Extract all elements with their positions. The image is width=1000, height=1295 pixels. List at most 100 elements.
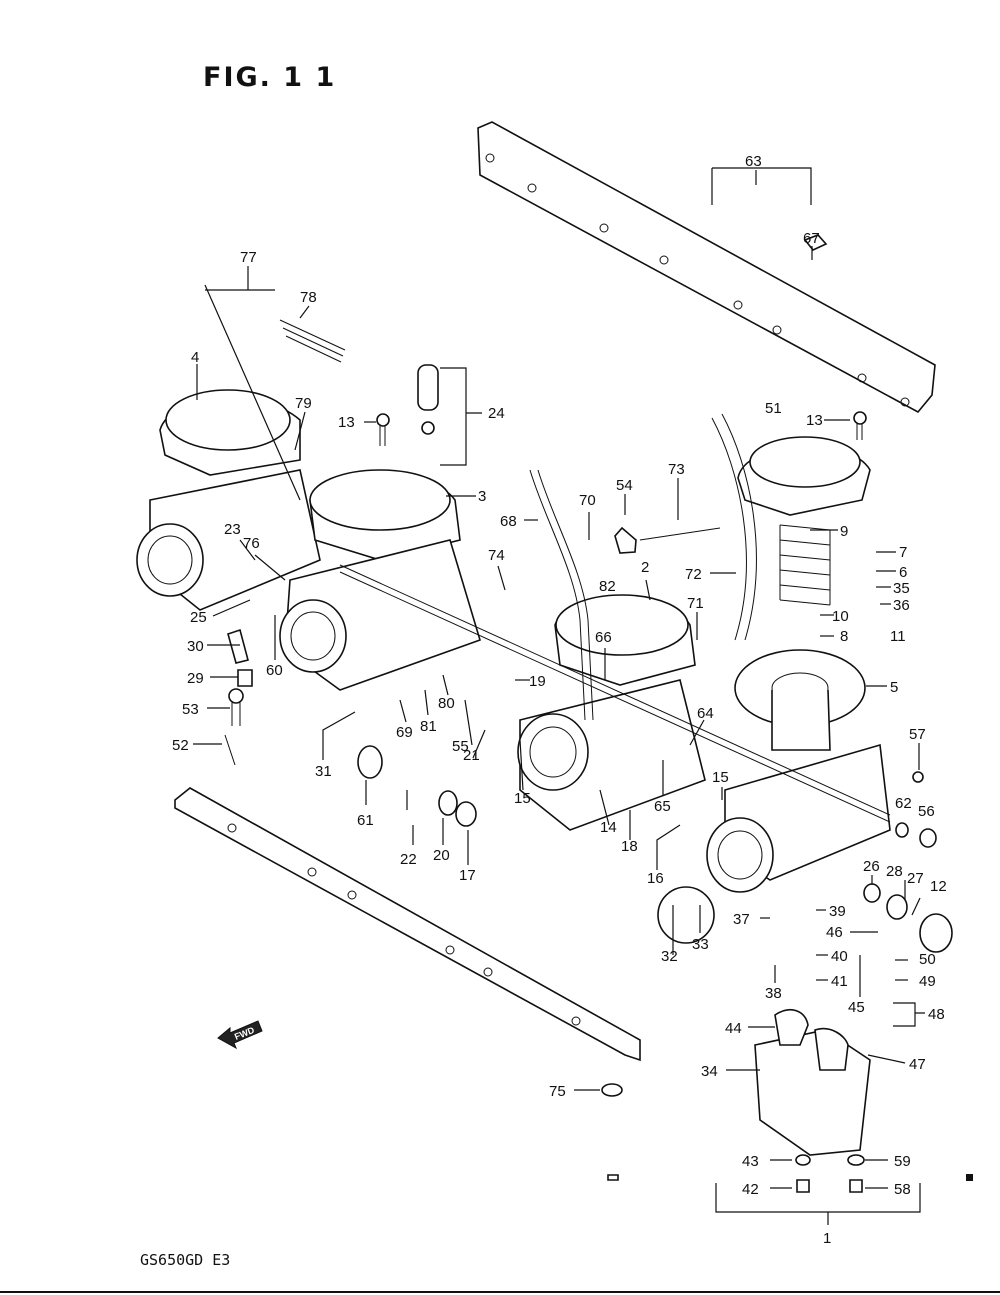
callout-43: 43 xyxy=(742,1153,759,1170)
callout-7: 7 xyxy=(899,544,907,561)
fwd-arrow-icon: FWD xyxy=(217,1020,263,1050)
callout-55: 55 xyxy=(452,738,469,755)
callout-80: 80 xyxy=(438,695,455,712)
callout-60: 60 xyxy=(266,662,283,679)
callout-48: 48 xyxy=(928,1006,945,1023)
callout-25: 25 xyxy=(190,609,207,626)
callout-39: 39 xyxy=(829,903,846,920)
callout-62: 62 xyxy=(895,795,912,812)
callout-63: 63 xyxy=(745,153,762,170)
figure-title: FIG. 1 1 xyxy=(203,62,337,93)
callout-76: 76 xyxy=(243,535,260,552)
callout-1: 1 xyxy=(823,1230,831,1247)
callout-15-b: 15 xyxy=(712,769,729,786)
callout-79: 79 xyxy=(295,395,312,412)
callout-8: 8 xyxy=(840,628,848,645)
callout-72: 72 xyxy=(685,566,702,583)
callout-50: 50 xyxy=(919,951,936,968)
callout-40: 40 xyxy=(831,948,848,965)
pipe-24 xyxy=(417,364,439,411)
callout-65: 65 xyxy=(654,798,671,815)
callout-54: 54 xyxy=(616,477,633,494)
callout-82: 82 xyxy=(599,578,616,595)
callout-24: 24 xyxy=(488,405,505,422)
carburetor-body-3 xyxy=(279,469,481,691)
top-bracket-bar xyxy=(477,121,936,414)
callout-29: 29 xyxy=(187,670,204,687)
carburetor-body-4 xyxy=(136,389,321,611)
callout-68: 68 xyxy=(500,513,517,530)
callout-11: 11 xyxy=(890,628,906,645)
callout-61: 61 xyxy=(357,812,374,829)
callout-20: 20 xyxy=(433,847,450,864)
callout-37: 37 xyxy=(733,911,750,928)
callout-13-b: 13 xyxy=(806,412,823,429)
callout-23: 23 xyxy=(224,521,241,538)
callout-38: 38 xyxy=(765,985,782,1002)
callout-2: 2 xyxy=(641,559,649,576)
callout-18: 18 xyxy=(621,838,638,855)
diaphragm xyxy=(734,649,866,751)
callout-58: 58 xyxy=(894,1181,911,1198)
callout-6: 6 xyxy=(899,564,907,581)
corner-mark xyxy=(966,1174,973,1181)
callout-67: 67 xyxy=(803,230,820,247)
callout-labels: 1 2 3 4 5 6 7 8 9 10 11 12 13 13 14 15 1… xyxy=(172,153,947,1247)
callout-5: 5 xyxy=(890,679,898,696)
callout-46: 46 xyxy=(826,924,843,941)
callout-12: 12 xyxy=(930,878,947,895)
callout-44: 44 xyxy=(725,1020,742,1037)
fwd-label: FWD xyxy=(233,1025,256,1042)
float-bowl xyxy=(754,1009,871,1156)
callout-36: 36 xyxy=(893,597,910,614)
callout-53: 53 xyxy=(182,701,199,718)
callout-41: 41 xyxy=(831,973,848,990)
callout-9: 9 xyxy=(840,523,848,540)
callout-13-a: 13 xyxy=(338,414,355,431)
callout-59: 59 xyxy=(894,1153,911,1170)
callout-17: 17 xyxy=(459,867,476,884)
callout-70: 70 xyxy=(579,492,596,509)
callout-47: 47 xyxy=(909,1056,926,1073)
callout-77: 77 xyxy=(240,249,257,266)
callout-32: 32 xyxy=(661,948,678,965)
callout-52: 52 xyxy=(172,737,189,754)
callout-35: 35 xyxy=(893,580,910,597)
top-cap xyxy=(737,436,871,516)
callout-19: 19 xyxy=(529,673,546,690)
vent-tube-68 xyxy=(529,469,586,721)
callout-30: 30 xyxy=(187,638,204,655)
callout-75: 75 xyxy=(549,1083,566,1100)
spring-78 xyxy=(279,319,346,363)
callout-74: 74 xyxy=(488,547,505,564)
vent-tube-68-b xyxy=(537,469,594,721)
linkage-rod xyxy=(339,564,891,816)
callout-57: 57 xyxy=(909,726,926,743)
callout-33: 33 xyxy=(692,936,709,953)
callout-15-a: 15 xyxy=(514,790,531,807)
carburetor-body-1 xyxy=(706,743,891,893)
callout-4: 4 xyxy=(191,349,199,366)
callout-31: 31 xyxy=(315,763,332,780)
callout-56: 56 xyxy=(918,803,935,820)
model-code: GS650GD E3 xyxy=(140,1251,231,1269)
callout-14: 14 xyxy=(600,819,617,836)
callout-78: 78 xyxy=(300,289,317,306)
callout-69: 69 xyxy=(396,724,413,741)
bottom-bracket-bar xyxy=(174,787,641,1062)
callout-26: 26 xyxy=(863,858,880,875)
callout-51: 51 xyxy=(765,400,782,417)
spring xyxy=(779,524,831,606)
callout-66: 66 xyxy=(595,629,612,646)
callout-81: 81 xyxy=(420,718,437,735)
callout-28: 28 xyxy=(886,863,903,880)
callout-22: 22 xyxy=(400,851,417,868)
callout-73: 73 xyxy=(668,461,685,478)
callout-16: 16 xyxy=(647,870,664,887)
callout-34: 34 xyxy=(701,1063,718,1080)
callout-71: 71 xyxy=(687,595,704,612)
callout-10: 10 xyxy=(832,608,849,625)
vent-tube-72-b xyxy=(721,413,757,641)
callout-45: 45 xyxy=(848,999,865,1016)
